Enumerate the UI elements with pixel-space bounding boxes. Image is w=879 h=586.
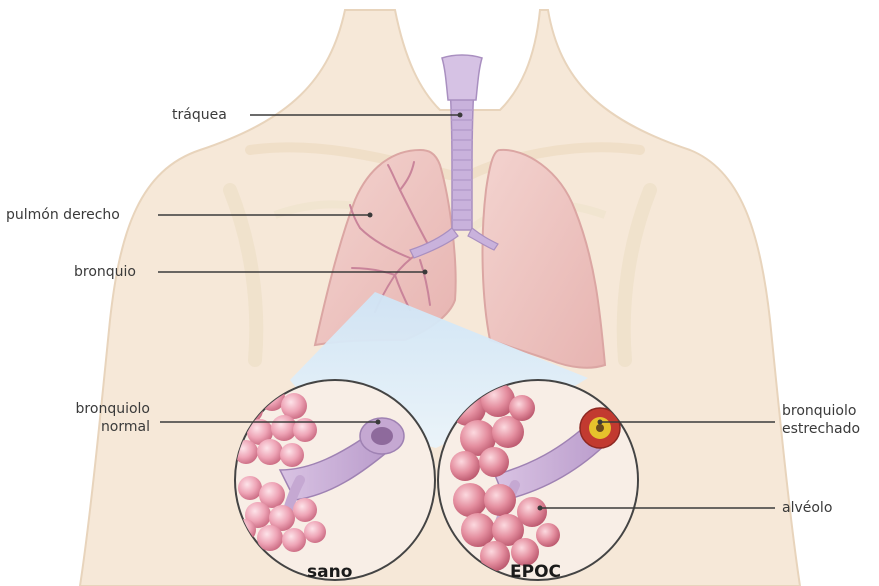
label-alveolus: alvéolo	[782, 499, 832, 517]
label-bronchiole-normal-line2: normal	[40, 418, 150, 436]
label-trachea: tráquea	[172, 106, 227, 124]
label-bronchiole-narrowed-line1: bronquiolo	[782, 402, 860, 420]
caption-healthy: sano	[307, 562, 352, 582]
caption-copd: EPOC	[510, 562, 561, 582]
label-bronchiole-normal: bronquiolo normal	[40, 400, 150, 436]
label-bronchus: bronquio	[74, 263, 136, 281]
label-bronchiole-narrowed-line2: estrechado	[782, 420, 860, 438]
label-right-lung: pulmón derecho	[6, 206, 120, 224]
label-bronchiole-narrowed: bronquiolo estrechado	[782, 402, 860, 438]
copd-inset	[438, 380, 638, 580]
label-bronchiole-normal-line1: bronquiolo	[40, 400, 150, 418]
